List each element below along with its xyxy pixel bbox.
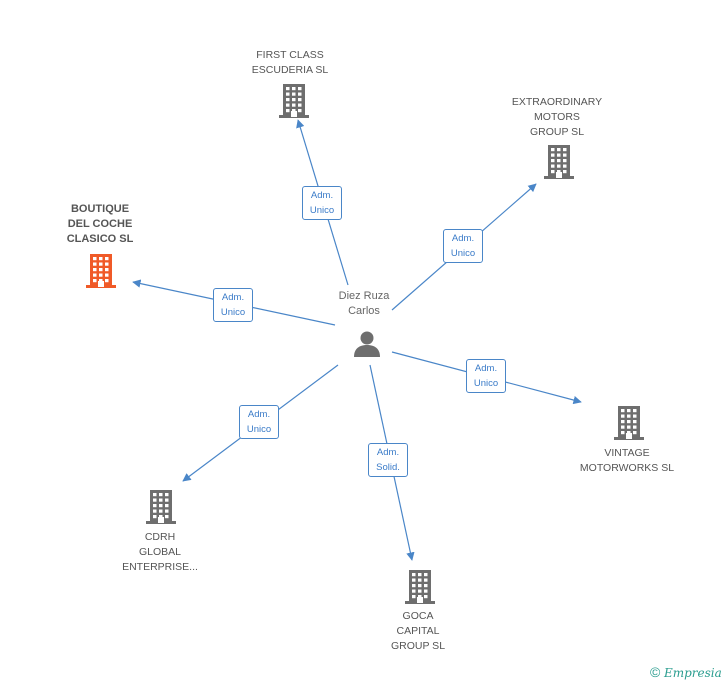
- building-icon[interactable]: [279, 84, 309, 118]
- company-label-vintage[interactable]: VINTAGE MOTORWORKS SL: [579, 447, 675, 474]
- relation-badge-first-class[interactable]: Adm. Unico: [302, 186, 342, 220]
- relation-badge-extraordinary[interactable]: Adm. Unico: [443, 229, 483, 263]
- company-label-first-class[interactable]: FIRST CLASS ESCUDERIA SL: [251, 49, 329, 76]
- building-icon[interactable]: [614, 406, 644, 440]
- building-icon[interactable]: [146, 490, 176, 524]
- copyright-icon: ©: [650, 664, 661, 680]
- relation-badge-goca[interactable]: Adm. Solid.: [368, 443, 408, 477]
- brand-name[interactable]: Empresia: [663, 666, 722, 680]
- copyright-footer: © Empresia: [650, 664, 722, 680]
- person-icon[interactable]: [352, 328, 382, 358]
- company-label-boutique[interactable]: BOUTIQUE DEL COCHE CLASICO SL: [66, 203, 134, 245]
- building-icon[interactable]: [405, 570, 435, 604]
- relation-badge-boutique[interactable]: Adm. Unico: [213, 288, 253, 322]
- relation-badge-cdrh[interactable]: Adm. Unico: [239, 405, 279, 439]
- building-icon[interactable]: [86, 254, 116, 288]
- company-label-cdrh[interactable]: CDRH GLOBAL ENTERPRISE...: [122, 531, 198, 573]
- person-name[interactable]: Diez Ruza Carlos: [338, 290, 390, 317]
- company-label-extraordinary[interactable]: EXTRAORDINARY MOTORS GROUP SL: [511, 96, 603, 138]
- relation-badge-vintage[interactable]: Adm. Unico: [466, 359, 506, 393]
- company-label-goca[interactable]: GOCA CAPITAL GROUP SL: [390, 610, 446, 652]
- building-icon[interactable]: [544, 145, 574, 179]
